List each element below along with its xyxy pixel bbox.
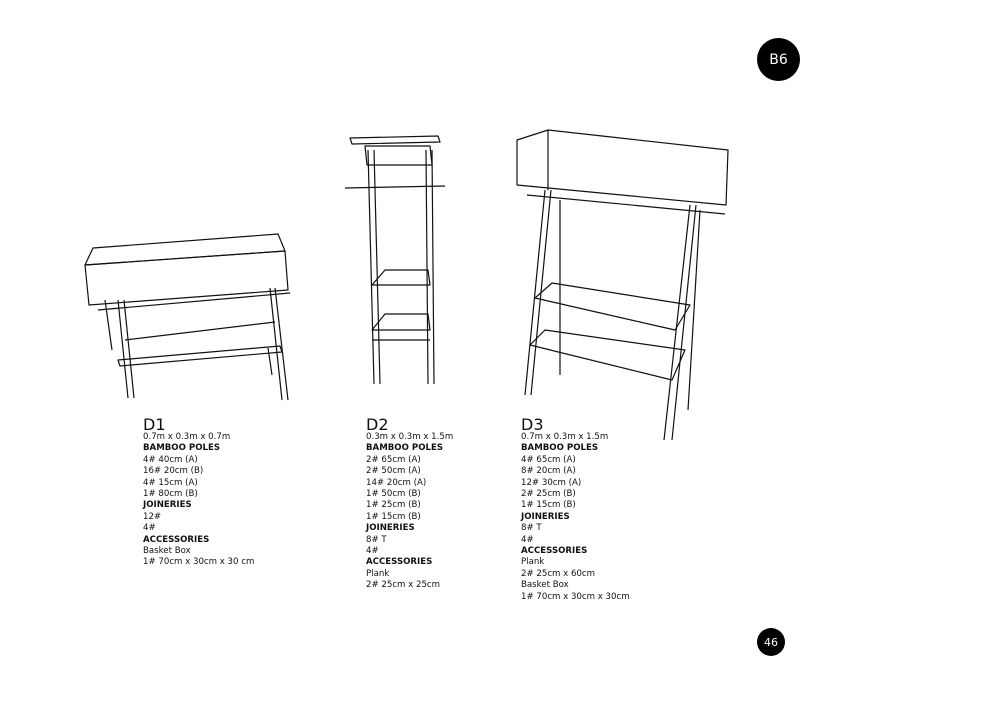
spec-item: 1# 50cm (B) (366, 489, 421, 500)
spec-item: 12# (143, 511, 162, 522)
spec-item: 2# 65cm (A) (366, 454, 421, 465)
section-heading: BAMBOO POLES (143, 443, 221, 454)
spec-item: Plank (521, 557, 545, 568)
section-heading: BAMBOO POLES (366, 443, 444, 454)
design-title: D3 (521, 415, 544, 434)
section-heading: ACCESSORIES (143, 534, 210, 545)
section-heading: JOINERIES (366, 523, 415, 534)
spec-item: 1# 70cm x 30cm x 30cm (521, 591, 630, 602)
section-heading: BAMBOO POLES (521, 443, 599, 454)
section-heading: ACCESSORIES (521, 546, 588, 557)
sketch-d3 (516, 129, 729, 441)
spec-item: 8# 20cm (A) (521, 466, 576, 477)
spec-item: 8# T (366, 534, 387, 545)
design-dimensions: 0.3m x 0.3m x 1.5m (366, 432, 454, 442)
spec-item: Basket Box (521, 580, 569, 591)
design-title: D1 (143, 415, 166, 434)
design-dimensions: 0.7m x 0.3m x 0.7m (143, 432, 231, 442)
spec-item: 4# (143, 523, 156, 534)
spec-item: 1# 80cm (B) (143, 489, 198, 500)
spec-item: 4# 15cm (A) (143, 477, 198, 488)
sketch-d1 (84, 233, 291, 401)
sketch-d2 (344, 135, 446, 385)
spec-item: 2# 50cm (A) (366, 466, 421, 477)
section-heading: ACCESSORIES (366, 557, 433, 568)
spec-item: 4# 65cm (A) (521, 454, 576, 465)
spec-item: 1# 70cm x 30cm x 30 cm (143, 557, 255, 568)
spec-item: 2# 25cm (B) (521, 489, 576, 500)
spec-item: 8# T (521, 523, 542, 534)
spec-item: Basket Box (143, 546, 191, 557)
design-dimensions: 0.7m x 0.3m x 1.5m (521, 432, 609, 442)
spec-item: 2# 25cm x 25cm (366, 580, 441, 591)
spec-item: 14# 20cm (A) (366, 477, 427, 488)
spec-item: Plank (366, 568, 390, 579)
spec-item: 4# 40cm (A) (143, 454, 198, 465)
spec-item: 4# (521, 534, 534, 545)
section-heading: JOINERIES (521, 511, 570, 522)
spec-item: 16# 20cm (B) (143, 466, 204, 477)
section-heading: JOINERIES (143, 500, 192, 511)
spec-item: 1# 25cm (B) (366, 500, 421, 511)
page-number: 46 (757, 628, 785, 656)
section-badge: B6 (757, 38, 800, 81)
design-title: D2 (366, 415, 389, 434)
spec-item: 2# 25cm x 60cm (521, 568, 596, 579)
spec-item: 12# 30cm (A) (521, 477, 582, 488)
spec-item: 1# 15cm (B) (521, 500, 576, 511)
spec-item: 1# 15cm (B) (366, 511, 421, 522)
spec-item: 4# (366, 546, 379, 557)
